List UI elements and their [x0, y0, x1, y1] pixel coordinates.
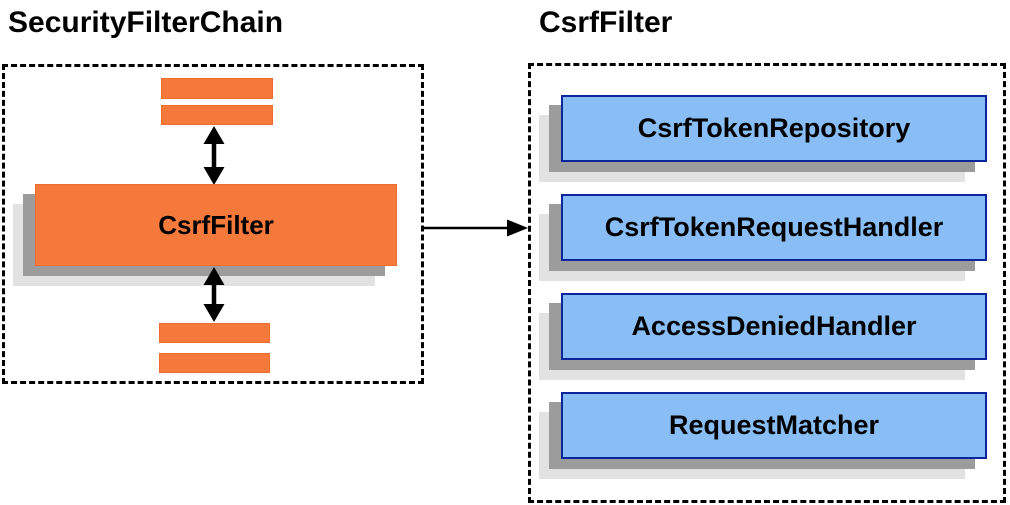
csrf-filter-box: CsrfFilter [35, 184, 397, 266]
component-label: CsrfTokenRepository [637, 113, 911, 143]
component-box-access-denied-handler: AccessDeniedHandler [561, 293, 987, 360]
up-down-arrow-icon [203, 126, 225, 185]
csrf-filter-panel: CsrfTokenRepository CsrfTokenRequestHand… [528, 63, 1006, 503]
other-filter-bar-bottom-1 [159, 323, 270, 343]
component-label: AccessDeniedHandler [631, 311, 917, 341]
csrf-filter-panel-title: CsrfFilter [539, 6, 673, 39]
security-filter-chain-title: SecurityFilterChain [8, 6, 284, 39]
csrf-filter-box-label: CsrfFilter [158, 209, 274, 240]
security-filter-chain-panel: CsrfFilter [2, 64, 424, 384]
component-box-csrf-token-request-handler: CsrfTokenRequestHandler [561, 194, 987, 261]
component-box-csrf-token-repository: CsrfTokenRepository [561, 95, 987, 162]
other-filter-bar-bottom-2 [159, 353, 270, 373]
component-box-request-matcher: RequestMatcher [561, 392, 987, 459]
other-filter-bar-top-2 [161, 105, 273, 125]
component-label: RequestMatcher [668, 410, 880, 440]
right-arrow-icon [424, 219, 528, 237]
component-label: CsrfTokenRequestHandler [604, 212, 944, 242]
other-filter-bar-top-1 [161, 78, 273, 99]
up-down-arrow-icon [203, 267, 225, 322]
